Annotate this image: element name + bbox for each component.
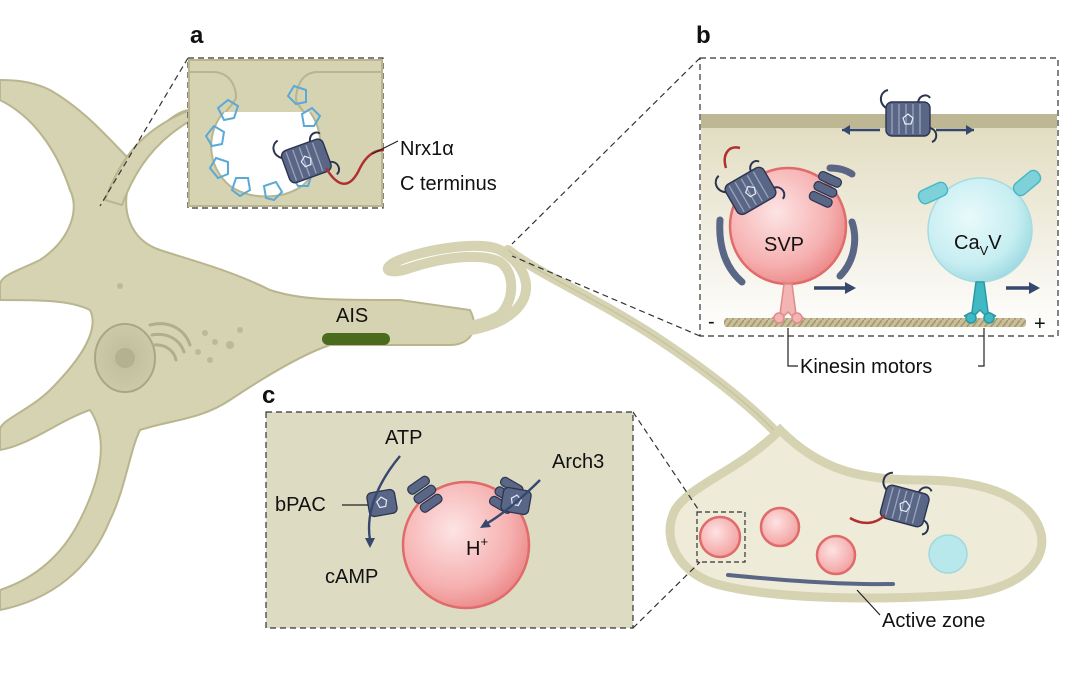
panel-c — [265, 411, 634, 629]
panel-a — [187, 57, 385, 209]
cav-label: CaVV — [954, 232, 1002, 258]
terminal-vesicle-cav — [928, 534, 968, 574]
panel-c-letter: c — [262, 382, 275, 409]
atp-label: ATP — [385, 427, 422, 449]
nrx-label-line2: C terminus — [400, 173, 497, 195]
bpac-label: bPAC — [275, 494, 326, 516]
neuron-cell — [0, 78, 805, 612]
microtubule — [724, 318, 1026, 327]
axon-initial-segment — [322, 333, 390, 345]
svp-label: SVP — [764, 234, 804, 256]
axon-terminal — [665, 423, 1047, 603]
nrx-label-line1: Nrx1α — [400, 138, 454, 160]
camp-label: cAMP — [325, 566, 378, 588]
terminal-zoom-box — [696, 511, 746, 563]
panel-a-letter: a — [190, 22, 204, 49]
axon — [285, 240, 531, 345]
terminal-vesicle-svp — [698, 515, 742, 559]
active-zone — [726, 573, 895, 587]
panel-c-vesicle — [401, 480, 531, 610]
kinesin-svp — [771, 283, 805, 324]
soma-granules — [117, 283, 243, 363]
cav-channel — [917, 169, 1042, 205]
proton-label: H+ — [466, 534, 488, 560]
terminal-vesicle-svp — [759, 506, 801, 548]
ais-label: AIS — [336, 305, 368, 327]
arch3-label: Arch3 — [552, 451, 604, 473]
kinesin-cav — [963, 281, 997, 324]
terminal-vesicle-svp — [815, 534, 857, 576]
kinesin-label: Kinesin motors — [800, 356, 932, 378]
microtubule-minus: - — [708, 311, 715, 333]
golgi — [148, 322, 192, 362]
microtubule-plus: + — [1034, 313, 1046, 335]
active-zone-label: Active zone — [882, 610, 985, 632]
panel-b: SVP CaVV - + — [699, 57, 1059, 337]
panel-b-letter: b — [696, 22, 711, 49]
